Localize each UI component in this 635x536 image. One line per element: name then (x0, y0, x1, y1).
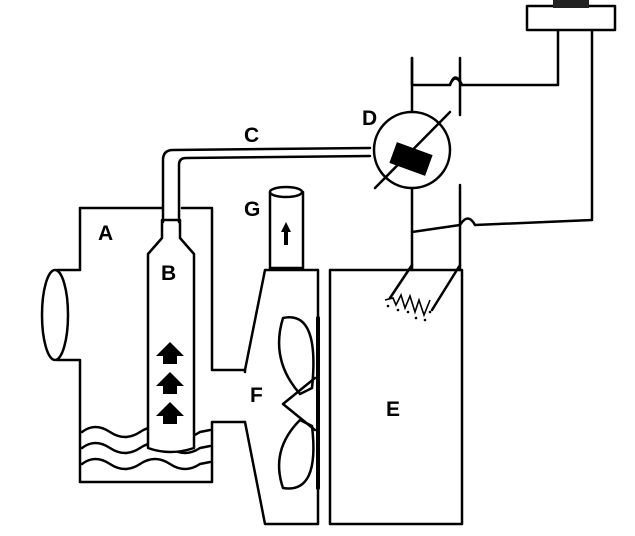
label-a: A (98, 222, 113, 245)
label-c: C (244, 124, 259, 147)
label-d: D (362, 107, 377, 130)
meter-d (372, 110, 452, 190)
up-arrow-icon (156, 372, 184, 394)
top-fitting (525, 0, 617, 32)
capillary-c (161, 146, 372, 224)
label-b: B (161, 262, 176, 285)
label-g: G (244, 198, 260, 221)
up-arrow-icon (156, 402, 184, 424)
chamber-a (40, 206, 247, 484)
label-e: E (386, 398, 400, 421)
blower-f (243, 268, 320, 526)
up-arrow-icon (156, 342, 184, 364)
right-pipe-system (410, 28, 594, 272)
up-arrow-icon (281, 222, 291, 245)
label-f: F (250, 384, 263, 407)
chimney-g (268, 185, 305, 270)
tube-b (146, 218, 196, 454)
chamber-e (328, 263, 464, 526)
